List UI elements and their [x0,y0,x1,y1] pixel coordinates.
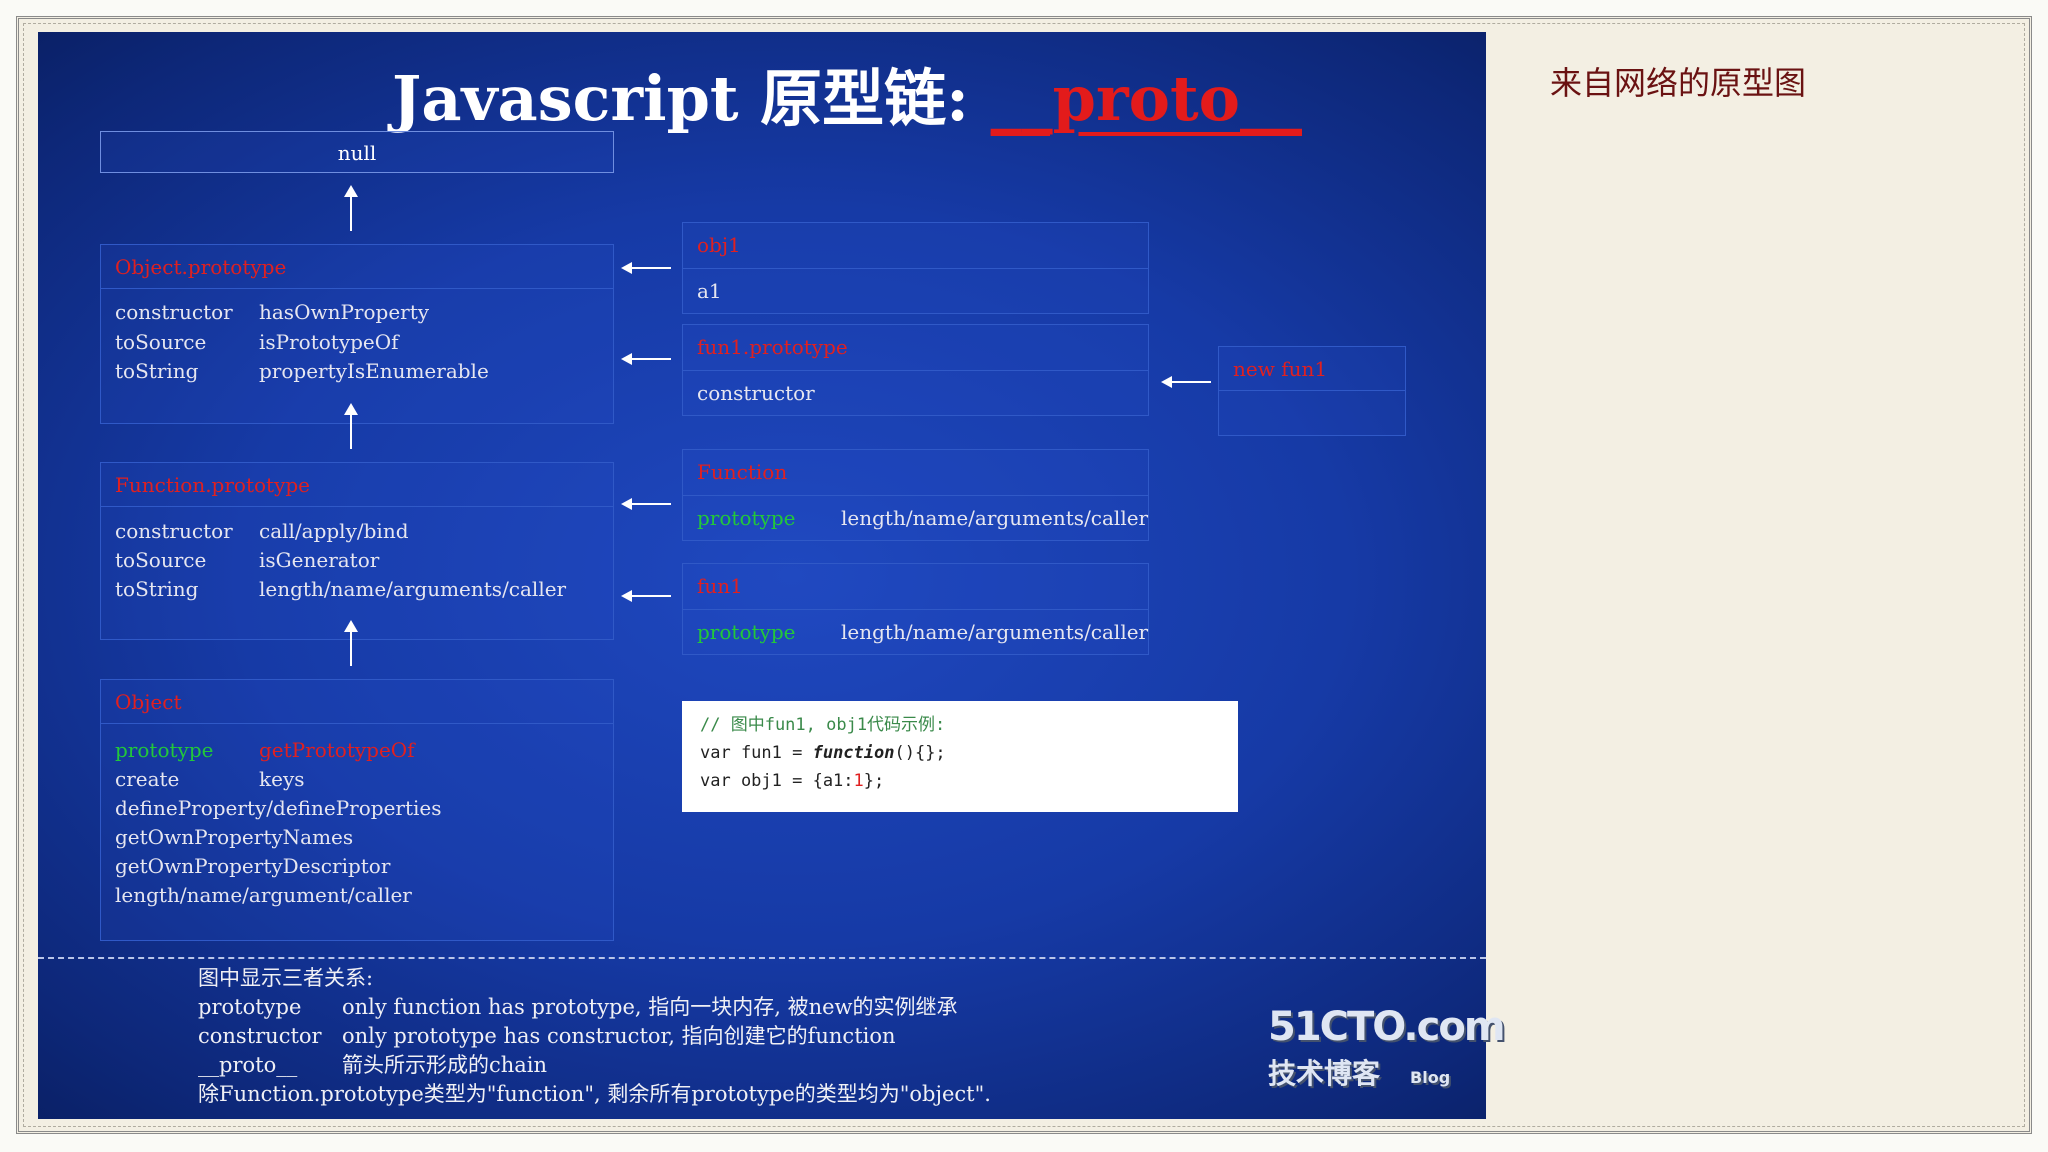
slide-title: Javascript 原型链: __proto__ [38,48,1486,138]
object-prototype-header: Object.prototype [101,245,613,289]
logo-line-1: 51CTO.com [1268,1004,1506,1050]
object-row: defineProperty/defineProperties [115,796,442,820]
divider [38,957,1486,959]
notes-last: 除Function.prototype类型为"function", 剩余所有pr… [198,1082,991,1106]
caption: 来自网络的原型图 [1550,64,1807,102]
arrow-left-2 [621,353,671,365]
obj1-box: obj1 a1 [682,222,1149,314]
title-proto: __proto__ [990,62,1302,135]
arrow-left-5 [1161,376,1211,388]
arrow-up-3 [344,620,358,666]
code-sample: // 图中fun1, obj1代码示例: var fun1 = function… [682,701,1238,812]
null-label: null [337,141,377,165]
new-fun1-header: new fun1 [1219,347,1405,391]
notes-title: 图中显示三者关系: [198,966,374,990]
arrow-left-3 [621,498,671,510]
new-fun1-box: new fun1 [1218,346,1406,436]
obj1-header: obj1 [683,223,1148,269]
fun1-header: fun1 [683,564,1148,610]
object-row: getOwnPropertyDescriptor [115,854,391,878]
arrow-up-1 [344,185,358,231]
function-prototype-header: Function.prototype [101,463,613,507]
arrow-left-4 [621,590,671,602]
object-header: Object [101,680,613,724]
arrow-left-1 [621,262,671,274]
diagram-slide: Javascript 原型链: __proto__ null Object.pr… [38,32,1506,1119]
object-row: length/name/argument/caller [115,883,412,907]
function-header: Function [683,450,1148,496]
fun1-prototype-row: constructor [697,381,815,405]
null-box: null [100,131,614,173]
fun1-prototype-box: fun1.prototype constructor [682,324,1149,416]
code-comment: // 图中fun1, obj1代码示例: [700,715,946,735]
object-row: getOwnPropertyNames [115,825,354,849]
obj1-row: a1 [697,279,722,303]
notes-row: __proto__箭头所示形成的chain [198,1053,548,1077]
code-line-1: var fun1 = function(){}; [700,743,946,763]
arrow-up-2 [344,403,358,449]
code-line-2: var obj1 = {a1:1}; [700,771,885,791]
title-prefix: Javascript 原型链: [391,62,991,135]
fun1-prototype-header: fun1.prototype [683,325,1148,371]
